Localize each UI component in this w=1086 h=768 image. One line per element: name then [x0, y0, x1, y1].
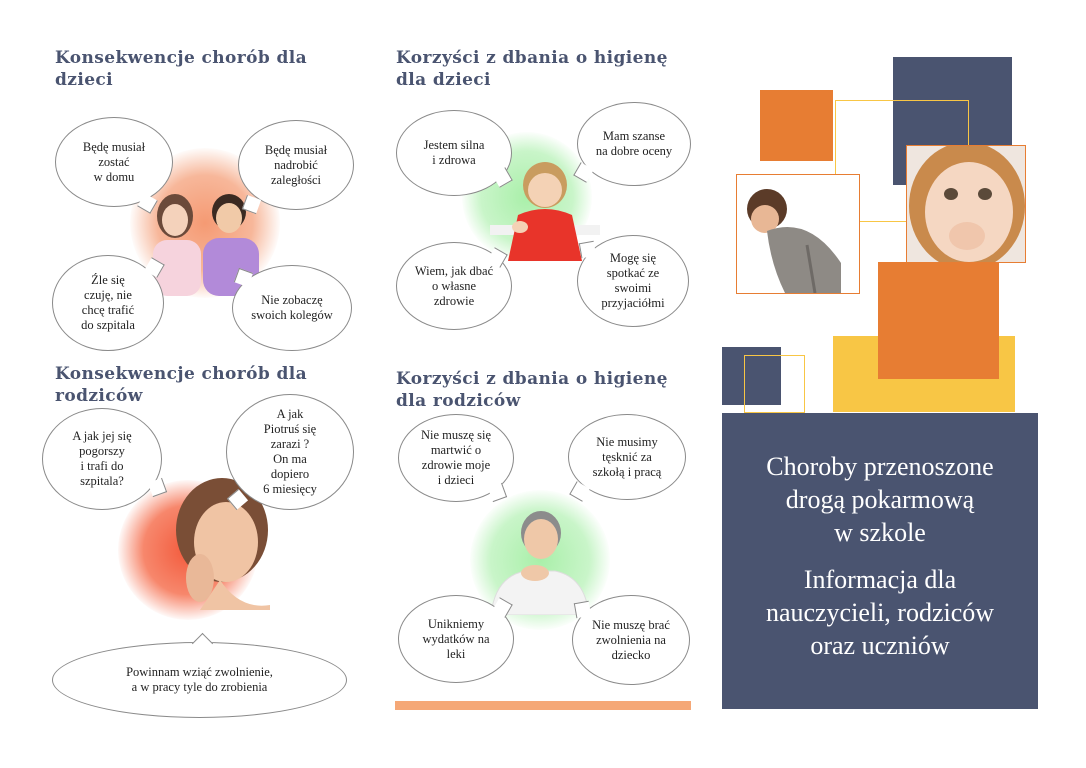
girl-photo	[490, 162, 600, 261]
boy-photo	[747, 189, 841, 293]
speech-bubble: Nie musimy tęsknić za szkołą i pracą	[568, 414, 686, 500]
smiling-father-photo	[490, 511, 590, 615]
peach-divider-bar	[395, 701, 691, 710]
cover-title: Choroby przenoszone drogą pokarmową w sz…	[722, 450, 1038, 549]
speech-bubble: Jestem silna i zdrowa	[396, 110, 512, 196]
yellow-small-outline	[744, 355, 805, 413]
speech-bubble: A jak jej się pogorszy i trafi do szpita…	[42, 408, 162, 510]
cover-subtitle-line: Informacja dla	[803, 565, 957, 594]
cover-title-box: Choroby przenoszone drogą pokarmową w sz…	[722, 413, 1038, 709]
orange-large-square	[878, 262, 999, 379]
bubble-tail	[578, 240, 597, 259]
speech-bubble: Mogę się spotkać ze swoimi przyjaciółmi	[577, 235, 689, 327]
cover-title-line: drogą pokarmową	[785, 485, 975, 514]
girl-photo-frame	[906, 145, 1026, 263]
panel-heading: Konsekwencje chorób dla dzieci	[55, 48, 308, 90]
girl-thumb-photo	[907, 146, 1025, 262]
speech-bubble: Będę musiał zostać w domu	[55, 117, 173, 207]
speech-bubble: A jak Piotruś się zarazi ? On ma dopiero…	[226, 394, 354, 510]
panel-heading: Korzyści z dbania o higienę dla rodziców	[396, 369, 668, 411]
speech-bubble: Źle się czuję, nie chcę trafić do szpita…	[52, 255, 164, 351]
worried-mother-photo	[176, 478, 270, 610]
speech-bubble: Mam szanse na dobre oceny	[577, 102, 691, 186]
boy-photo-frame	[736, 174, 860, 294]
panel-heading: Korzyści z dbania o higienę dla dzieci	[396, 48, 668, 90]
bubble-tail	[573, 600, 592, 619]
speech-bubble: Nie zobaczę swoich kolegów	[232, 265, 352, 351]
cover-subtitle-line: nauczycieli, rodziców	[765, 598, 995, 627]
speech-bubble: Wiem, jak dbać o własne zdrowie	[396, 242, 512, 330]
panel-heading: Konsekwencje chorób dla rodziców	[55, 364, 308, 406]
speech-bubble: Nie muszę brać zwolnienia na dziecko	[572, 595, 690, 685]
speech-bubble: Powinnam wziąć zwolnienie, a w pracy tyl…	[52, 642, 347, 718]
speech-bubble: Nie muszę się martwić o zdrowie moje i d…	[398, 414, 514, 502]
children-photo	[153, 194, 259, 296]
speech-bubble: Będę musiał nadrobić zaległości	[238, 120, 354, 210]
navy-small-square	[722, 347, 781, 405]
cover-subtitle-line: oraz uczniów	[810, 631, 950, 660]
cover-title-line: w szkole	[834, 518, 926, 547]
orange-square	[760, 90, 833, 161]
cover-subtitle: Informacja dla nauczycieli, rodziców ora…	[722, 563, 1038, 662]
cover-title-line: Choroby przenoszone	[766, 452, 994, 481]
